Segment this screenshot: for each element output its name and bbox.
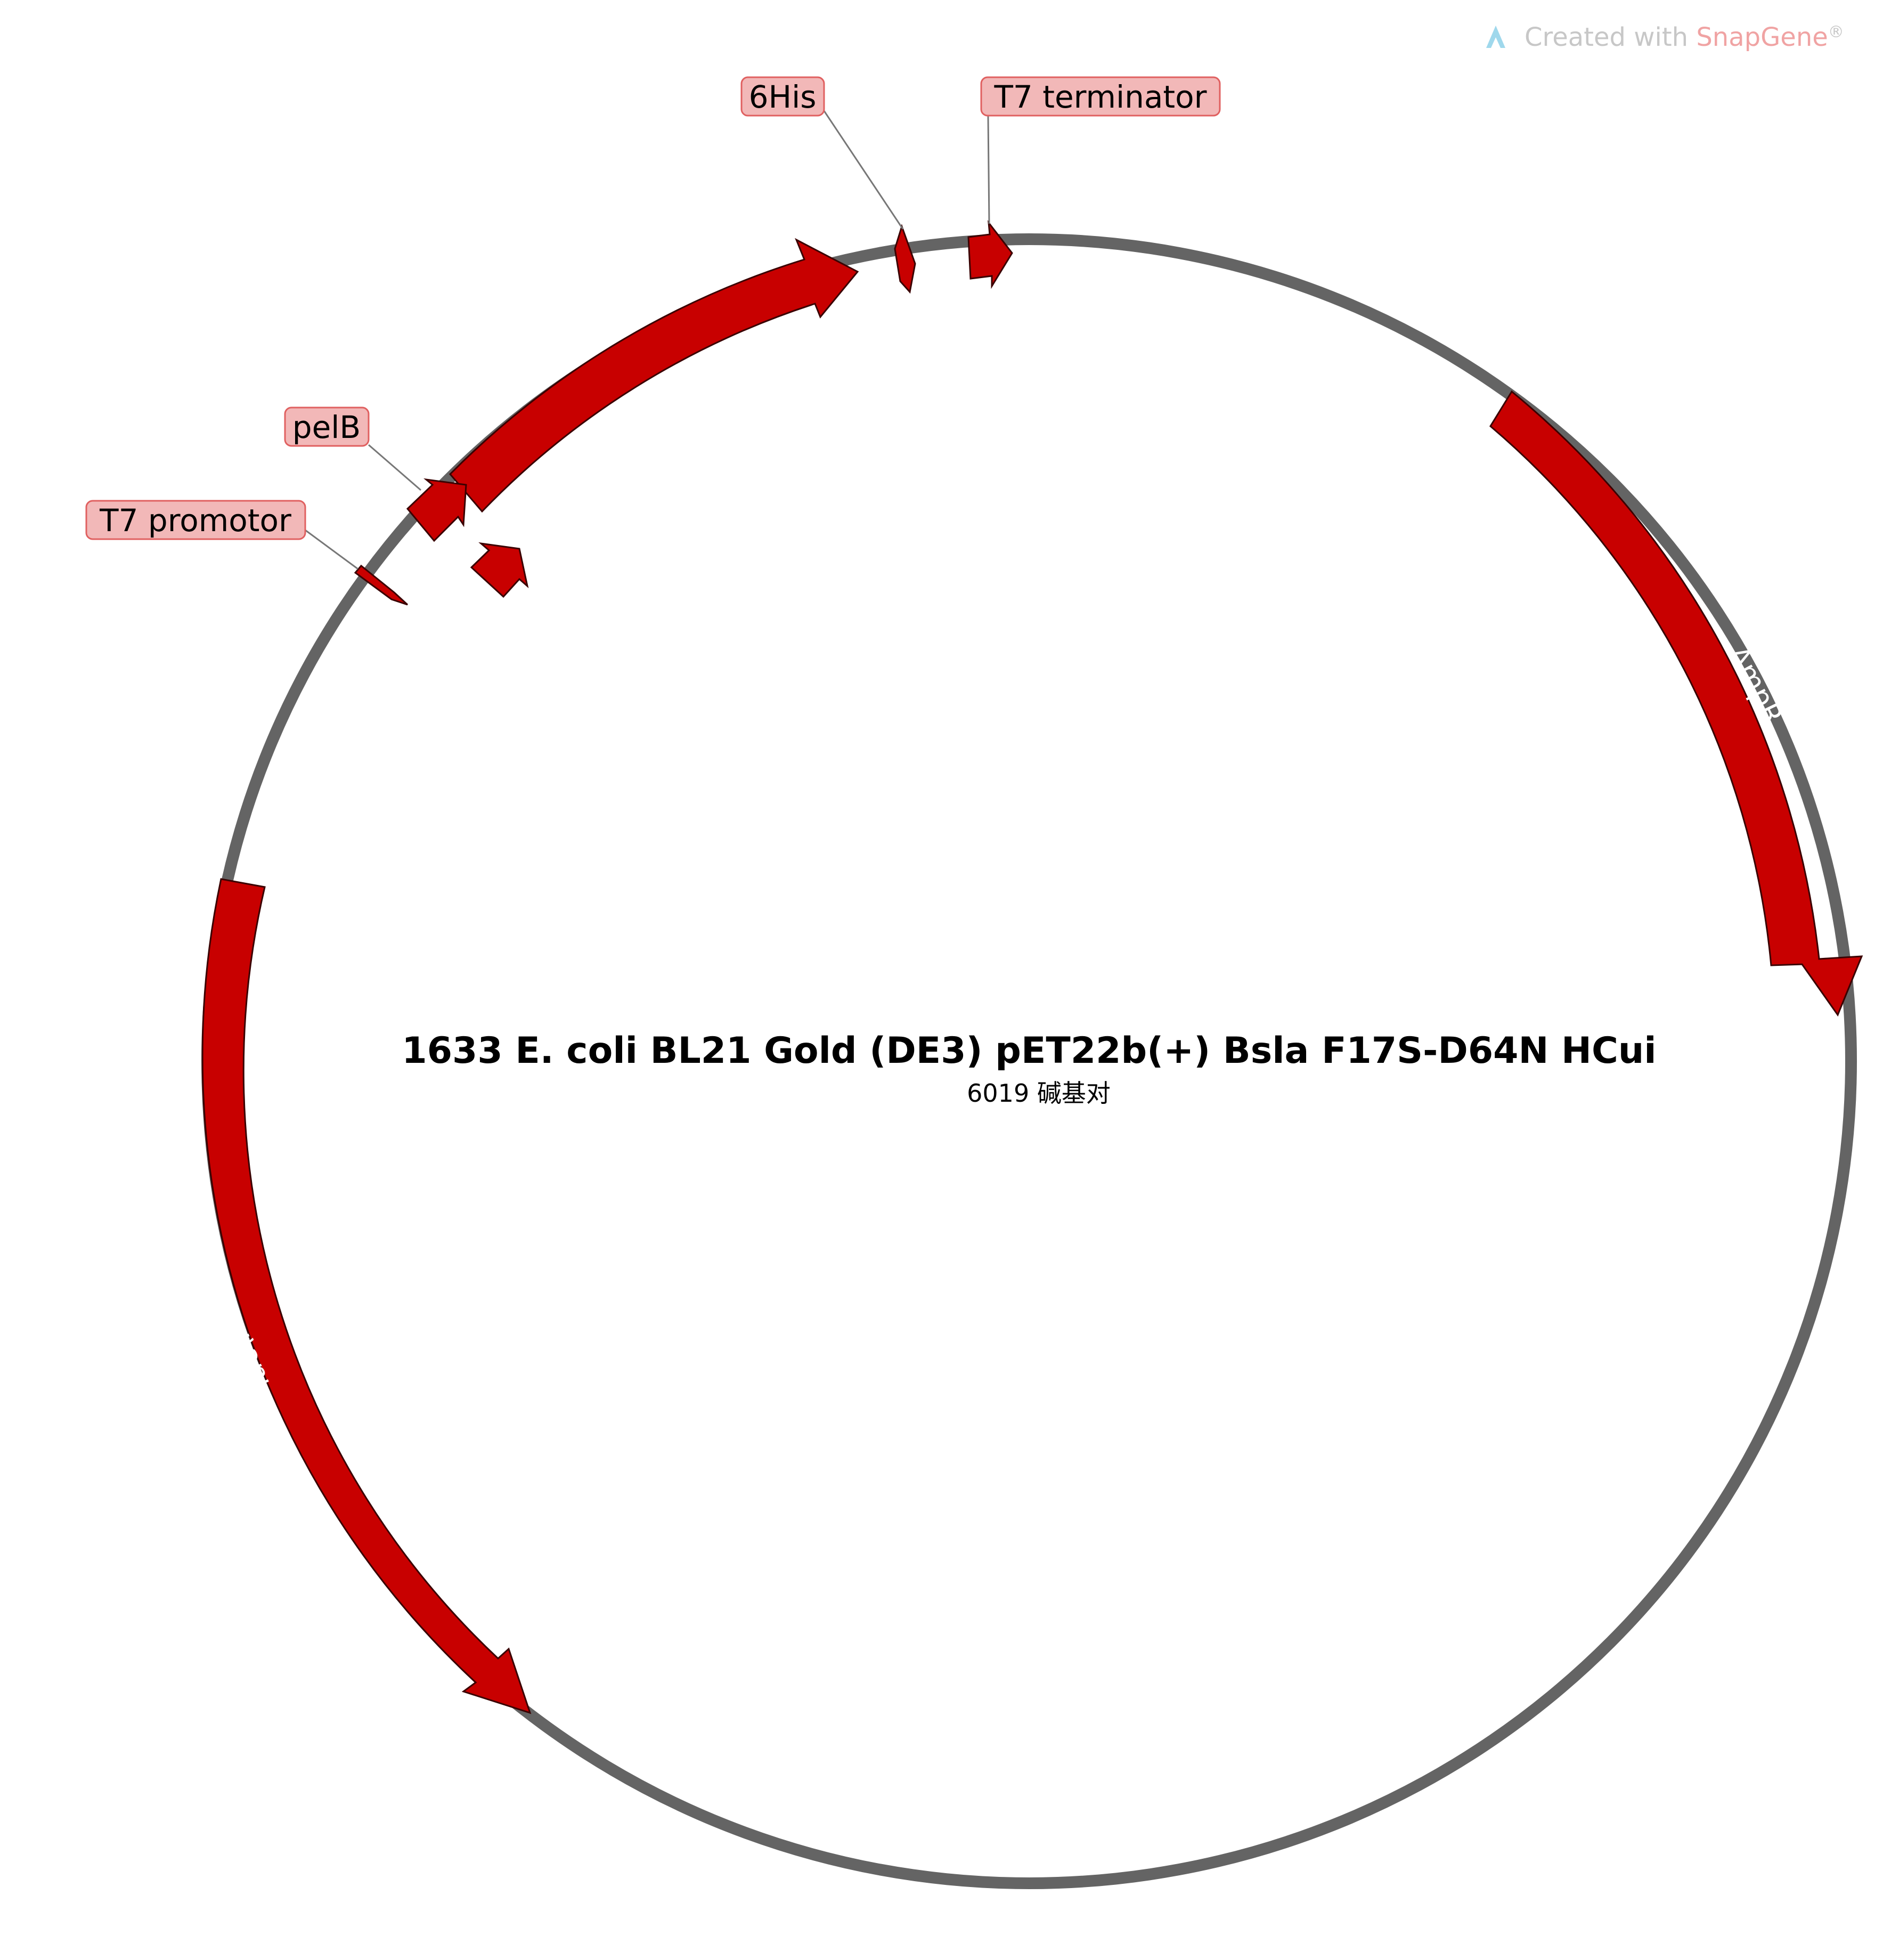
label-box-pelb	[284, 406, 370, 447]
label-t7-promotor[interactable]: T7 promotor	[85, 500, 306, 540]
feature-unlabeled	[470, 542, 529, 598]
label-t7-terminator[interactable]: T7 terminator	[980, 76, 1221, 117]
plasmid-title: 1633 E. coli BL21 Gold (DE3) pET22b(+) B…	[402, 1030, 1656, 1072]
feature-pelb[interactable]	[406, 478, 467, 542]
watermark-suffix: ®	[1828, 23, 1844, 42]
feature-6his[interactable]	[894, 224, 916, 294]
snapgene-logo-icon	[1486, 26, 1505, 48]
label-box-t7-terminator	[980, 76, 1221, 117]
watermark-text: Created with SnapGene®	[1525, 22, 1844, 52]
watermark: Created with SnapGene®	[1486, 22, 1844, 52]
leader-line-pelb	[368, 444, 421, 491]
label-text-t7-terminator: T7 terminator	[993, 79, 1207, 115]
feature-t7-terminator[interactable]	[967, 220, 1013, 289]
feature-bsla[interactable]	[449, 238, 859, 513]
label-box-t7-promotor	[85, 500, 306, 540]
feature-ampr[interactable]	[1489, 390, 1863, 1017]
watermark-brand: SnapGene	[1696, 22, 1828, 52]
feature-laci[interactable]	[201, 878, 532, 1714]
label-text-6his: 6His	[749, 79, 817, 115]
leader-line-t7-promotor	[305, 529, 358, 570]
leader-line-6his	[823, 110, 904, 230]
watermark-prefix: Created with	[1525, 22, 1696, 52]
label-6his[interactable]: 6His	[740, 76, 825, 117]
label-text-t7-promotor: T7 promotor	[99, 502, 291, 539]
label-pelb[interactable]: pelB	[284, 406, 370, 447]
leader-lines	[305, 110, 990, 570]
plasmid-size: 6019 碱基对	[967, 1079, 1111, 1108]
label-text-pelb: pelB	[292, 409, 361, 445]
leader-line-t7-terminator	[987, 116, 990, 224]
label-box-6his	[740, 76, 825, 117]
feature-t7-promotor[interactable]	[354, 564, 409, 606]
